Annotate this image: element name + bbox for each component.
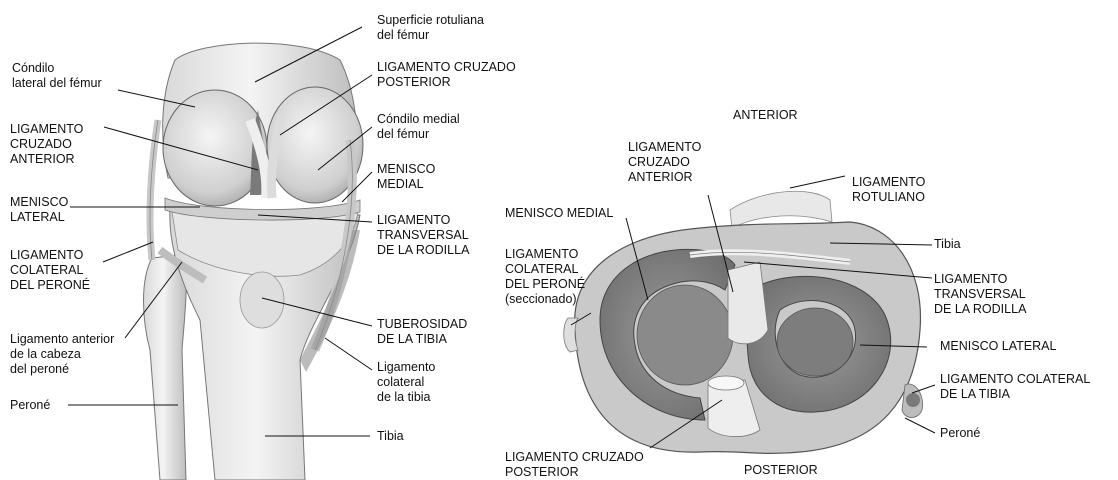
- label-menisco-lateral-left: MENISCO LATERAL: [10, 195, 68, 225]
- label-tibia-left: Tibia: [377, 429, 404, 444]
- label-condilo-lateral: Cóndilo lateral del fémur: [12, 61, 102, 91]
- label-lca-right: LIGAMENTO CRUZADO ANTERIOR: [628, 140, 701, 185]
- label-lig-transversal-right: LIGAMENTO TRANSVERSAL DE LA RODILLA: [934, 272, 1026, 317]
- label-menisco-medial-left: MENISCO MEDIAL: [377, 162, 435, 192]
- label-anterior: ANTERIOR: [733, 108, 798, 123]
- label-tibia-right: Tibia: [934, 237, 961, 252]
- label-perone-left: Peroné: [10, 398, 50, 413]
- label-lig-colateral-tibia-right: LIGAMENTO COLATERAL DE LA TIBIA: [940, 372, 1090, 402]
- label-posterior: POSTERIOR: [744, 463, 818, 478]
- label-menisco-medial-right: MENISCO MEDIAL: [505, 206, 613, 221]
- label-tuberosidad: TUBEROSIDAD DE LA TIBIA: [377, 317, 467, 347]
- fibula-shape: [144, 255, 187, 480]
- label-condilo-medial: Cóndilo medial del fémur: [377, 112, 460, 142]
- label-lig-colateral-tibia-left: Ligamento colateral de la tibia: [377, 360, 435, 405]
- label-lcp-right: LIGAMENTO CRUZADO POSTERIOR: [505, 450, 644, 480]
- label-lig-anterior-cabeza: Ligamento anterior de la cabeza del pero…: [10, 332, 114, 377]
- label-perone-right: Peroné: [940, 426, 980, 441]
- patellar-ligament-shape: [730, 191, 832, 228]
- label-lig-colateral-perone-left: LIGAMENTO COLATERAL DEL PERONÉ: [10, 248, 90, 293]
- label-menisco-lateral-right: MENISCO LATERAL: [940, 339, 1056, 354]
- label-lca-left: LIGAMENTO CRUZADO ANTERIOR: [10, 122, 83, 167]
- right-plateau-illustration: [564, 191, 923, 453]
- label-lig-transversal-left: LIGAMENTO TRANSVERSAL DE LA RODILLA: [377, 213, 469, 258]
- label-superficie-rotuliana: Superficie rotuliana del fémur: [377, 13, 484, 43]
- label-lcp-left: LIGAMENTO CRUZADO POSTERIOR: [377, 60, 516, 90]
- label-lig-colateral-perone-right: LIGAMENTO COLATERAL DEL PERONÉ (secciona…: [505, 247, 585, 307]
- label-lig-rotuliano: LIGAMENTO ROTULIANO: [852, 175, 925, 205]
- left-knee-illustration: [144, 43, 364, 480]
